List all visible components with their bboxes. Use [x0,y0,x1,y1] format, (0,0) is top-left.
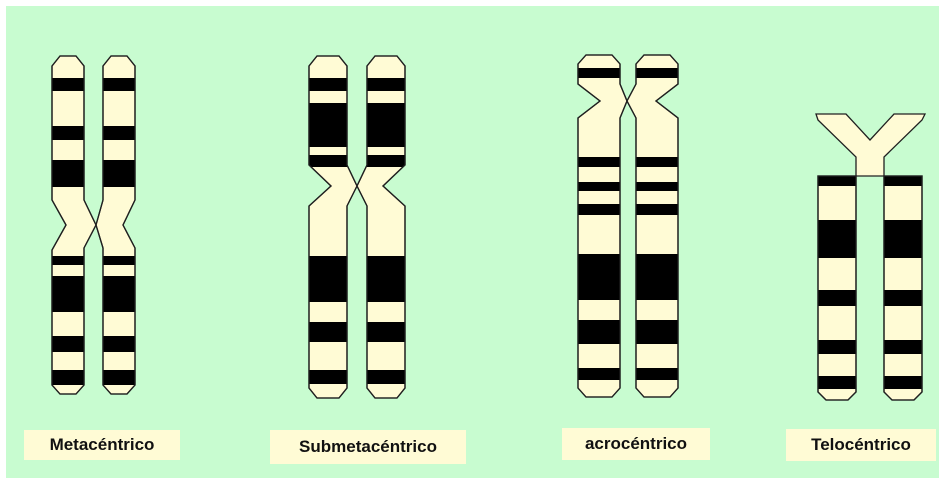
label-acrocentric: acrocéntrico [562,428,710,460]
telocentric-chromosome [810,114,936,400]
metacentric-chromosome [40,56,156,394]
label-metacentric: Metacéntrico [24,430,180,460]
label-submetacentric: Submetacéntrico [270,430,466,464]
label-telocentric: Telocéntrico [786,429,936,461]
acrocentric-chromosome [570,55,687,397]
submetacentric-chromosome [300,56,417,398]
